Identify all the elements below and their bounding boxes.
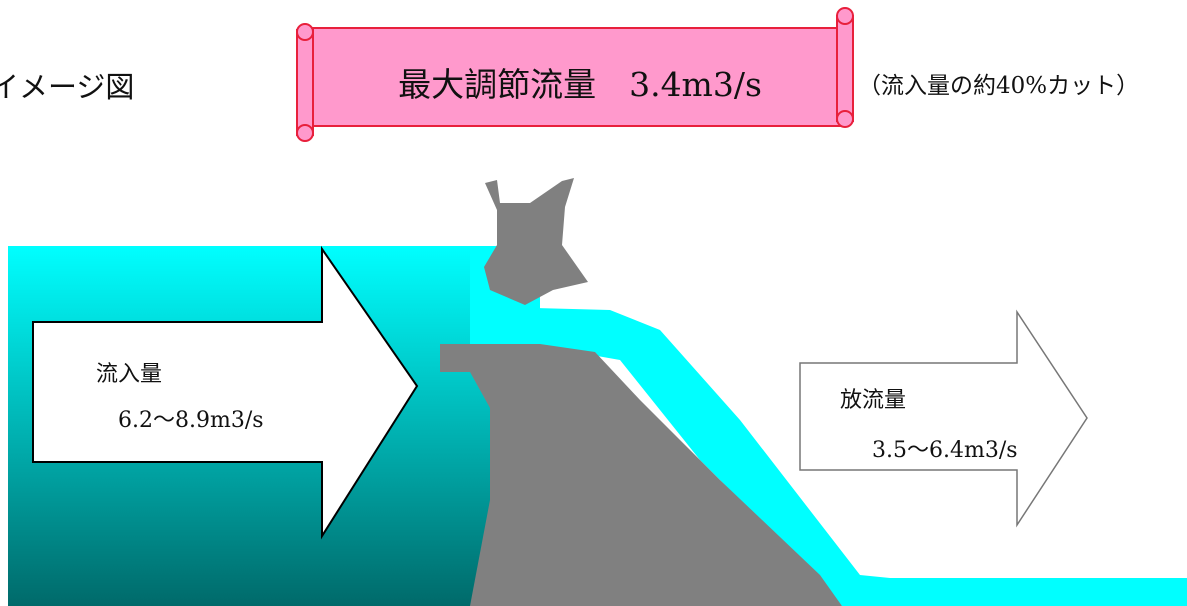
inflow-title: 流入量 (96, 362, 163, 387)
inflow-value: 6.2～8.9m3/s (118, 408, 264, 433)
outflow-value: 3.5～6.4m3/s (872, 438, 1018, 463)
inflow-arrow (32, 245, 419, 540)
banner-scroll (296, 7, 854, 142)
dam-body (440, 344, 842, 606)
dam-tower (484, 178, 588, 305)
figure-label: イメージ図 (0, 70, 135, 104)
outflow-arrow (799, 309, 1088, 528)
downstream-water (535, 308, 1187, 606)
banner-note: （流入量の約40%カット） (858, 73, 1140, 99)
banner-title: 最大調節流量 3.4m3/s (398, 65, 762, 104)
outflow-title: 放流量 (840, 388, 907, 413)
